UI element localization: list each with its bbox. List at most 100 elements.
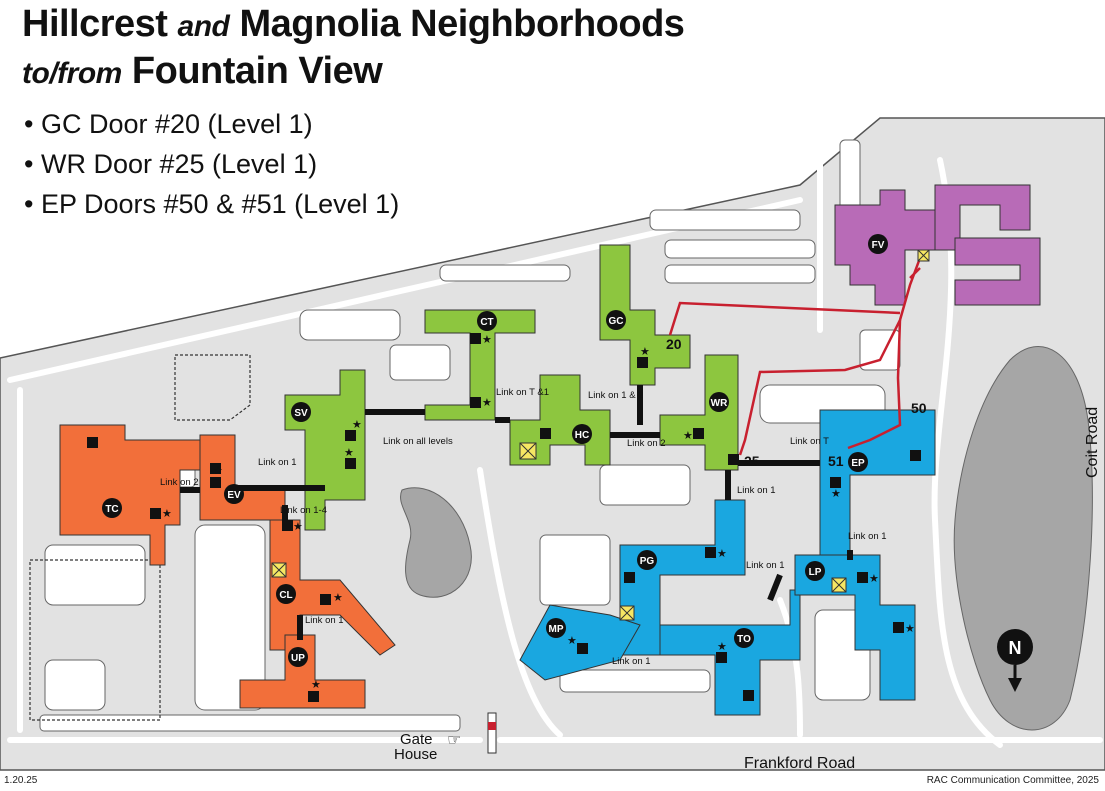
compass-letter: N [1009, 638, 1022, 658]
stairs-icon [210, 477, 221, 488]
building-gc [599, 244, 691, 386]
stairs-icon [857, 572, 868, 583]
star-icon: ★ [567, 634, 577, 647]
badge-hc: HC [575, 430, 589, 441]
star-icon: ★ [831, 487, 841, 500]
elevator-icon [831, 577, 847, 593]
title-to-from: to/from [22, 57, 122, 90]
star-icon: ★ [482, 333, 492, 346]
map-title: Hillcrest and Magnolia Neighborhoods to/… [22, 2, 685, 96]
star-icon: ★ [213, 464, 223, 477]
badge-up: UP [291, 653, 305, 664]
stairs-icon [910, 450, 921, 461]
gate-house-line2: House [394, 746, 437, 763]
stairs-icon [624, 572, 635, 583]
link-label-cl-up: Link on 1 [305, 615, 344, 626]
gate-house: Gate House ☞ [394, 730, 461, 763]
star-icon: ★ [162, 507, 172, 520]
building-lp [794, 554, 916, 701]
stairs-icon [716, 652, 727, 663]
pond-east [953, 346, 1093, 731]
campus-roads [7, 137, 1103, 748]
badge-mp: MP [549, 624, 564, 635]
badge-cl: CL [279, 590, 292, 601]
star-icon: ★ [344, 446, 354, 459]
gate-house-line1: Gate [400, 731, 433, 748]
star-icon: ★ [482, 396, 492, 409]
link-label-pg-lp: Link on 1 [746, 560, 785, 571]
star-icon: ★ [333, 591, 343, 604]
door-numbers: 20 25 50 51 [666, 336, 927, 469]
star-icon: ★ [905, 622, 915, 635]
stairs-icon [637, 357, 648, 368]
building-wr [659, 354, 739, 471]
dashed-future-buildings [29, 354, 251, 721]
building-tc [59, 424, 201, 566]
stairs-icon [308, 691, 319, 702]
door-25: 25 [744, 453, 760, 469]
badge-gc: GC [609, 316, 624, 327]
badge-wr: WR [711, 398, 728, 409]
footer-credit: RAC Communication Committee, 2025 [926, 775, 1099, 786]
footer-date: 1.20.25 [4, 775, 38, 786]
stair-markers [87, 333, 921, 702]
parking-lots [39, 139, 901, 732]
road-coit: Coit Road [1084, 407, 1101, 478]
badge-ep: EP [851, 458, 865, 469]
title-and: and [177, 10, 230, 43]
stairs-icon [282, 520, 293, 531]
building-group-orange [59, 424, 396, 709]
pond-west [400, 487, 472, 598]
stairs-icon [728, 454, 739, 465]
stairs-icon [577, 643, 588, 654]
link-label-ep-lp: Link on 1 [848, 531, 887, 542]
badge-pg: PG [640, 556, 655, 567]
gate-marker-red [488, 722, 496, 730]
pointing-hand-icon: ☞ [447, 730, 461, 749]
gate-marker [487, 712, 497, 754]
star-icon: ★ [311, 678, 321, 691]
building-up [239, 634, 366, 709]
star-icon: ★ [717, 640, 727, 653]
star-icon: ★ [869, 572, 879, 585]
stairs-icon [470, 397, 481, 408]
door-item-gc: GC Door #20 (Level 1) [24, 104, 399, 144]
link-label-tc-ev: Link on 2 [160, 477, 199, 488]
title-hillcrest: Hillcrest [22, 3, 168, 45]
link-label-mp-to: Link on 1 [612, 656, 651, 667]
badge-sv: SV [294, 408, 308, 419]
stairs-icon [705, 547, 716, 558]
elevator-markers [271, 249, 930, 621]
stairs-icon [320, 594, 331, 605]
elevator-icon [619, 605, 635, 621]
stairs-icon [210, 463, 221, 474]
elevator-icon [271, 562, 287, 578]
compass-north-icon: N [997, 629, 1033, 692]
star-icon: ★ [683, 429, 693, 442]
link-label-sv-ct: Link on all levels [383, 436, 453, 447]
stairs-icon [150, 508, 161, 519]
stairs-icon [540, 428, 551, 439]
door-item-wr: WR Door #25 (Level 1) [24, 144, 399, 184]
door-51: 51 [828, 453, 844, 469]
link-label-wr-pg: Link on 1 [737, 485, 776, 496]
link-label-ev-cl: Link on 1-4 [280, 505, 327, 516]
stairs-icon [345, 458, 356, 469]
badge-ct: CT [480, 317, 493, 328]
link-label-gc-hc: Link on 1 & 2 [588, 390, 643, 401]
door-item-ep: EP Doors #50 & #51 (Level 1) [24, 184, 399, 224]
building-to [659, 589, 801, 716]
stairs-icon [830, 477, 841, 488]
star-markers: ★ ★ ★ ★ ★ ★ ★ ★ ★ ★ ★ ★ ★ ★ ★ ★ ★ [162, 333, 915, 691]
star-icon: ★ [717, 547, 727, 560]
stairs-icon [693, 428, 704, 439]
link-label-ct-hc: Link on T &1 [496, 387, 549, 398]
door-50: 50 [911, 400, 927, 416]
link-label-ev-sv: Link on 1 [258, 457, 297, 468]
door-list: GC Door #20 (Level 1) WR Door #25 (Level… [24, 104, 399, 224]
road-frankford: Frankford Road [744, 755, 855, 772]
building-ct [424, 309, 536, 421]
stairs-icon [893, 622, 904, 633]
elevator-icon [519, 442, 537, 460]
link-label-hc-wr: Link on 2 [627, 438, 666, 449]
